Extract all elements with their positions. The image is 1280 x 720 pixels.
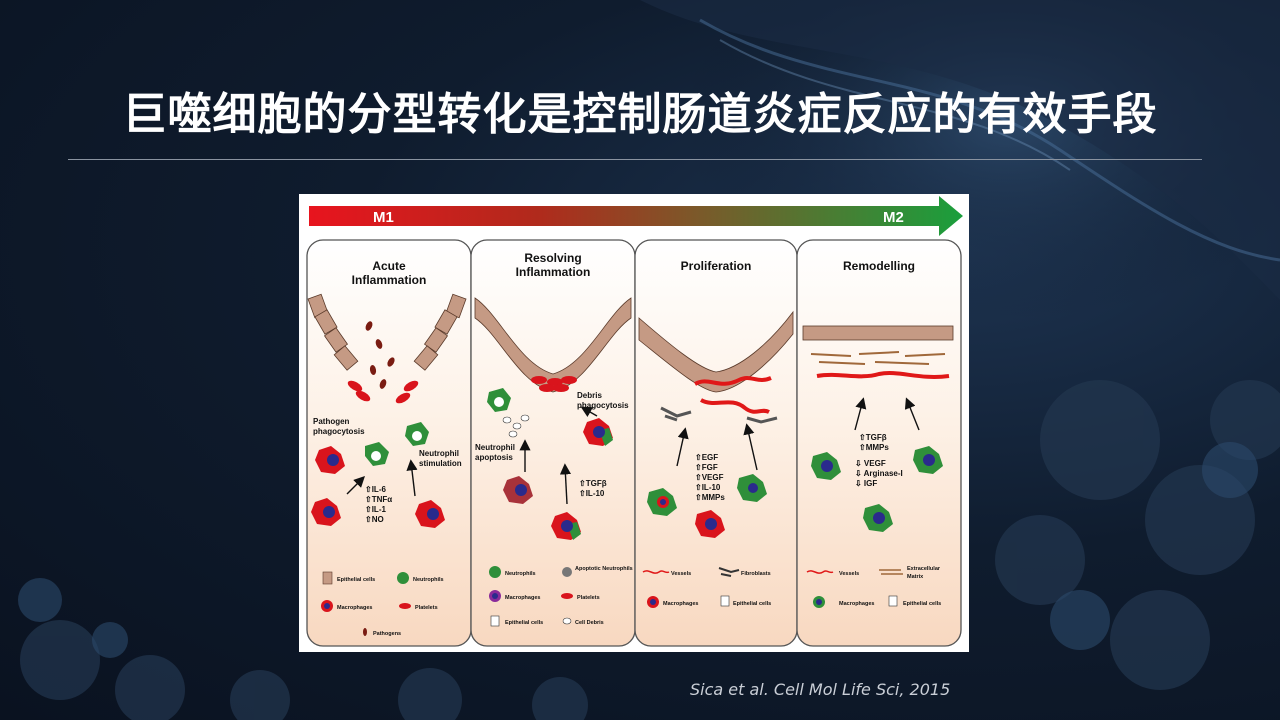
panel-2-legend-6: Cell Debris	[575, 620, 604, 626]
panel-3-legend-3: Macrophages	[663, 601, 698, 607]
panel-3-title: Proliferation	[681, 259, 752, 273]
panel-4-legend-4: Macrophages	[839, 601, 874, 607]
macrophage-m1-cell	[311, 498, 341, 526]
macrophage-transition-cell	[583, 418, 613, 446]
macrophage-m2-cell	[811, 452, 841, 480]
panel-1-legend-4: Platelets	[415, 605, 438, 611]
panel-2-legend-1: Neutrophils	[505, 571, 536, 577]
panel-3-mediator-5: ⇧MMPs	[695, 493, 725, 502]
panel-1-process-1-line-1: Pathogen	[313, 417, 350, 426]
panel-2-mediator-2: ⇧IL-10	[579, 489, 605, 498]
panel-3-mediator-4: ⇧IL-10	[695, 483, 721, 492]
panel-3-mediator-2: ⇧FGF	[695, 463, 718, 472]
panel-2-process-1-line-1: Debris	[577, 391, 602, 400]
macrophage-m2-cell	[863, 504, 893, 532]
panel-resolving-inflammation: Resolving Inflammation Debris phagocytos…	[470, 239, 636, 647]
panel-4-mediator-down-2: ⇩ Arginase-I	[855, 469, 903, 478]
citation: Sica et al. Cell Mol Life Sci, 2015	[690, 680, 951, 699]
macrophage-m2-cell	[913, 446, 943, 474]
m1-label: M1	[373, 209, 394, 226]
panel-3-mediator-3: ⇧VEGF	[695, 473, 724, 482]
panel-1-legend-2: Neutrophils	[413, 577, 444, 583]
panel-3-mediator-1: ⇧EGF	[695, 453, 718, 462]
panel-1-process-1-line-2: phagocytosis	[313, 427, 365, 436]
neutrophil-cell	[405, 422, 429, 446]
panel-remodelling: Remodelling ⇧TGFβ ⇧MMPs ⇩ VEGF ⇩ Arginas…	[796, 239, 962, 647]
panel-2-legend-4: Platelets	[577, 595, 600, 601]
panel-1-mediator-1: ⇧IL-6	[365, 485, 386, 494]
macrophage-m2-cell	[647, 488, 677, 516]
macrophage-m1-cell	[415, 500, 445, 528]
panel-2-legend-2: Apoptotic Neutrophils	[575, 566, 633, 572]
panel-1-mediator-3: ⇧IL-1	[365, 505, 386, 514]
panel-4-mediator-up-1: ⇧TGFβ	[859, 433, 887, 442]
panel-2-title-line-1: Resolving	[524, 251, 581, 265]
panel-4-legend-2: Extracellular	[907, 566, 941, 572]
slide-title: 巨噬细胞的分型转化是控制肠道炎症反应的有效手段	[122, 89, 1158, 140]
m2-label: M2	[883, 209, 904, 226]
panel-proliferation: Proliferation ⇧EGF ⇧FGF ⇧VEGF ⇧IL-10 ⇧MM…	[634, 239, 798, 647]
panel-1-legend-3: Macrophages	[337, 605, 372, 611]
panel-1-process-2-line-2: stimulation	[419, 459, 462, 468]
panel-1-title-line-1: Acute	[372, 259, 406, 273]
panel-3-legend-4: Epithelial cells	[733, 601, 771, 607]
panel-4-mediator-down-3: ⇩ IGF	[855, 479, 877, 488]
panel-1-title-line-2: Inflammation	[352, 273, 427, 287]
macrophage-m1-cell	[695, 510, 725, 538]
panel-2-legend-5: Epithelial cells	[505, 620, 543, 626]
title-divider	[68, 159, 1202, 160]
macrophage-transition-cell	[551, 512, 581, 540]
panel-2-process-1-line-2: phagocytosis	[577, 401, 629, 410]
macrophage-transition-cell	[503, 476, 533, 504]
panel-acute-inflammation: Acute Inflammation Pathogen phagoc	[306, 239, 472, 647]
panel-2-mediator-1: ⇧TGFβ	[579, 479, 607, 488]
neutrophil-cell	[487, 388, 511, 412]
panel-4-title: Remodelling	[843, 259, 915, 273]
panel-2-process-2-line-1: Neutrophil	[475, 443, 515, 452]
panel-1-process-2-line-1: Neutrophil	[419, 449, 459, 458]
panel-4-legend-1: Vessels	[839, 571, 859, 577]
neutrophil-cell	[365, 442, 389, 466]
macrophage-m2-cell	[737, 474, 767, 502]
panel-1-legend-5: Pathogens	[373, 631, 401, 637]
panel-1-mediator-4: ⇧NO	[365, 515, 384, 524]
panel-4-mediator-down-1: ⇩ VEGF	[855, 459, 886, 468]
panel-4-mediator-up-2: ⇧MMPs	[859, 443, 889, 452]
panel-2-process-2-line-2: apoptosis	[475, 453, 513, 462]
panel-4-legend-3: Matrix	[907, 574, 924, 580]
figure-svg: M1 M2 Acute Inflammation	[306, 196, 963, 647]
panel-3-legend-1: Vessels	[671, 571, 691, 577]
m1-m2-arrow: M1 M2	[309, 196, 963, 236]
panel-2-title-line-2: Inflammation	[516, 265, 591, 279]
macrophage-m1-cell	[315, 446, 345, 474]
macrophage-polarization-figure: M1 M2 Acute Inflammation	[299, 194, 969, 652]
panel-3-legend-2: Fibroblasts	[741, 571, 771, 577]
panel-1-mediator-2: ⇧TNFα	[365, 495, 392, 504]
panel-4-legend-5: Epithelial cells	[903, 601, 941, 607]
panel-1-legend-1: Epithelial cells	[337, 577, 375, 583]
panel-2-legend-3: Macrophages	[505, 595, 540, 601]
